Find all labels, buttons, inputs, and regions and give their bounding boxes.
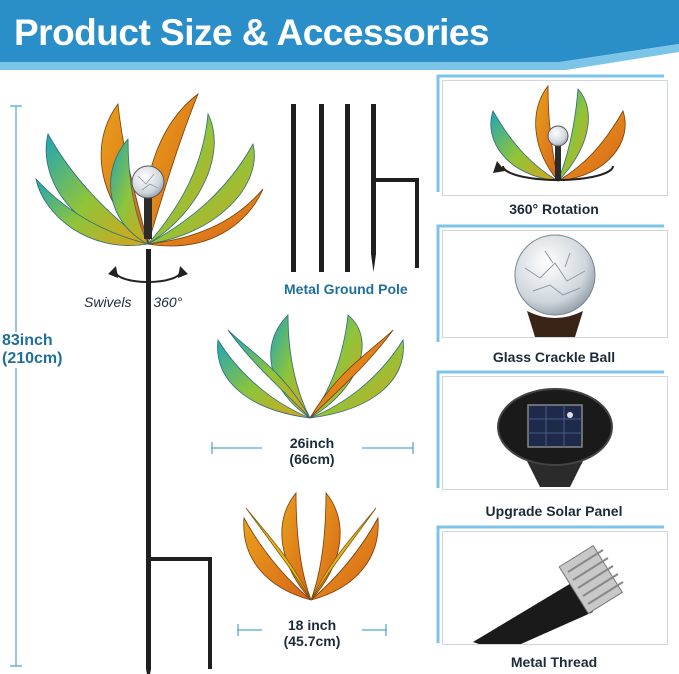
height-label: 83inch (210cm) xyxy=(2,332,63,368)
panel-frame-solar xyxy=(436,370,664,488)
title-banner xyxy=(0,0,679,70)
height-inch: 83inch xyxy=(2,332,53,349)
large-spinner-size: 26inch (66cm) xyxy=(262,435,362,467)
panel-frame-glass-ball xyxy=(436,224,664,342)
ground-pole-pieces xyxy=(291,104,419,272)
small-spinner-inch: 18 inch xyxy=(287,617,337,633)
page-title: Product Size & Accessories xyxy=(14,12,490,53)
small-spinner-cm: (45.7cm) xyxy=(283,633,341,649)
height-dimension-line xyxy=(10,105,22,667)
metal-thread-icon xyxy=(473,544,624,644)
large-spinner-illustration xyxy=(217,314,404,419)
accessory-label-solar: Upgrade Solar Panel xyxy=(485,503,623,519)
accessory-panel-glass-ball xyxy=(442,230,668,338)
rotation-spinner-icon xyxy=(490,84,626,182)
panel-frame-thread xyxy=(436,525,664,643)
large-spinner-inch: 26inch xyxy=(289,435,335,451)
swivel-degrees: 360° xyxy=(153,294,183,310)
accessory-panel-thread xyxy=(442,531,668,645)
solar-panel-icon xyxy=(497,388,613,487)
large-spinner-cm: (66cm) xyxy=(289,451,335,467)
accessory-label-glass-ball: Glass Crackle Ball xyxy=(492,349,616,365)
accessory-label-thread: Metal Thread xyxy=(510,654,598,670)
accessory-panel-solar xyxy=(442,376,668,490)
main-spinner-illustration xyxy=(35,92,264,674)
small-spinner-size: 18 inch (45.7cm) xyxy=(262,617,362,649)
glass-ball-icon xyxy=(514,234,596,337)
accessory-panel-rotation xyxy=(442,80,668,196)
swivel-word: Swivels xyxy=(84,294,132,310)
small-spinner-illustration xyxy=(243,491,379,601)
accessory-label-rotation: 360° Rotation xyxy=(509,201,599,217)
swivel-label: Swivels 360° xyxy=(84,294,182,310)
pole-label: Metal Ground Pole xyxy=(284,281,408,297)
height-cm: (210cm) xyxy=(2,350,63,367)
panel-frame-rotation xyxy=(436,74,664,192)
